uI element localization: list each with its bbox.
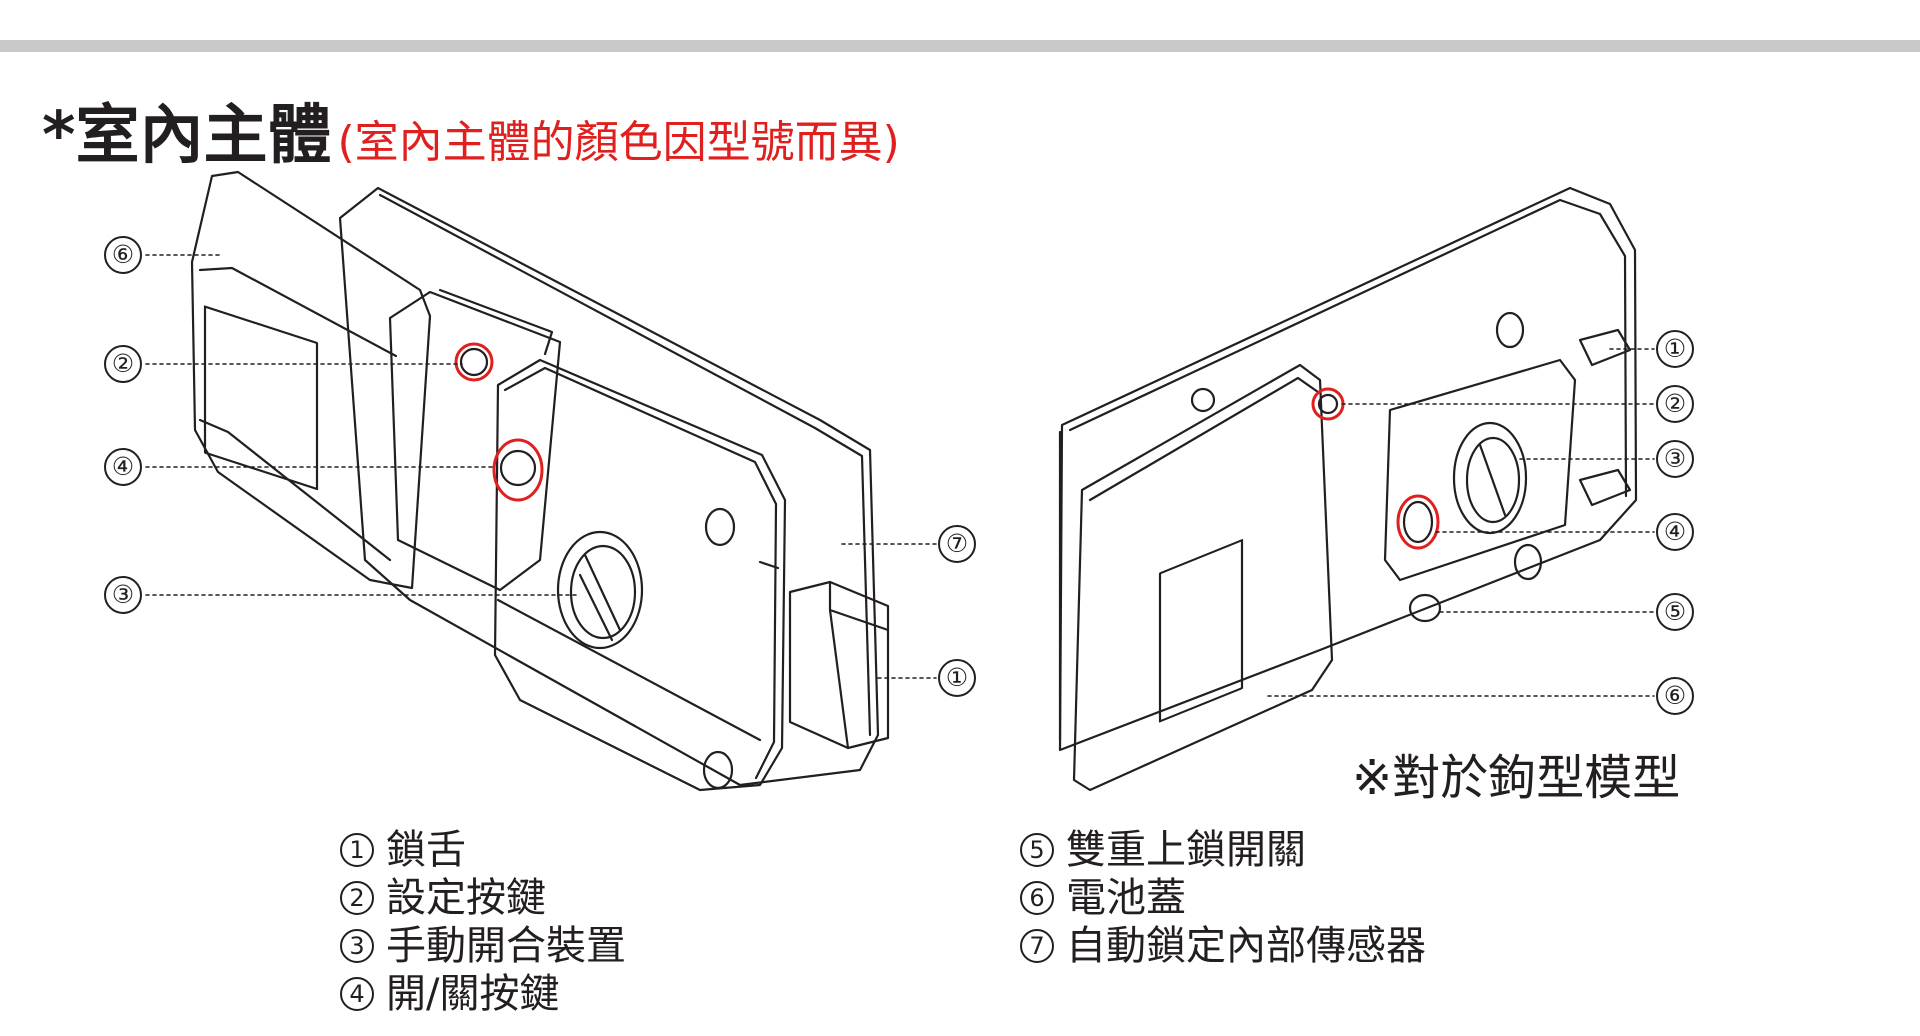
legend-label: 手動開合裝置	[386, 923, 626, 969]
rear-manual-knob-inner	[1465, 436, 1521, 524]
legend-label: 電池蓋	[1066, 875, 1186, 921]
manual-knob-grip	[583, 553, 622, 632]
callout-6-front: ⑥	[104, 236, 142, 274]
page-title: *室內主體(室內主體的顏色因型號而異)	[42, 84, 900, 176]
callout-7-front: ⑦	[938, 525, 976, 563]
legend-label: 雙重上鎖開關	[1066, 827, 1306, 873]
double-lock-switch	[1408, 593, 1442, 623]
open-close-button	[499, 449, 537, 487]
lock-mid-column	[388, 290, 562, 592]
rear-manual-knob	[1452, 421, 1528, 535]
battery-window	[203, 305, 319, 491]
title-main: *室內主體	[42, 99, 332, 173]
callout-2-front: ②	[104, 345, 142, 383]
legend-right: 5 雙重上鎖開關 6 電池蓋 7 自動鎖定內部傳感器	[1020, 826, 1426, 970]
rear-knob-grip	[1478, 443, 1507, 517]
top-divider-bar	[0, 40, 1920, 52]
battery-cover-lower-edge	[198, 418, 392, 562]
rear-screw-hole-bottom	[1513, 543, 1543, 581]
lock-front-notch	[758, 560, 780, 570]
screw-hole-bottom	[702, 750, 734, 790]
battery-cover-edge	[198, 266, 398, 358]
lock-rear-edge	[378, 193, 872, 737]
callout-1-rear: ①	[1656, 330, 1694, 368]
legend-number: 3	[340, 929, 374, 963]
callout-5-rear: ⑤	[1656, 593, 1694, 631]
hook-slot-top	[1578, 328, 1632, 367]
legend-label: 設定按鍵	[386, 875, 546, 921]
lock-front-face	[493, 358, 787, 792]
rear-battery-window	[1158, 539, 1244, 723]
legend-number: 1	[340, 833, 374, 867]
screw-hole-top	[704, 507, 736, 547]
callout-2-rear: ②	[1656, 385, 1694, 423]
lock-rear-view	[1058, 186, 1655, 792]
rear-sensor-mark	[1190, 387, 1216, 413]
legend-number: 6	[1020, 881, 1054, 915]
manual-knob-grip	[578, 573, 614, 642]
legend-item: 4 開/關按鍵	[340, 970, 626, 1018]
hook-slot-bottom	[1578, 468, 1632, 507]
legend-label: 鎖舌	[386, 827, 466, 873]
lock-rear-housing	[338, 186, 880, 787]
rear-set-button	[1317, 393, 1339, 415]
legend-number: 7	[1020, 929, 1054, 963]
open-close-button-highlight	[492, 438, 544, 502]
front-leader-lines	[145, 254, 937, 679]
rear-mount-plate	[1383, 358, 1577, 582]
callout-4-rear: ④	[1656, 513, 1694, 551]
deadbolt-edge	[828, 580, 890, 632]
rear-open-close-highlight	[1396, 494, 1440, 550]
title-subtitle: (室內主體的顏色因型號而異)	[337, 117, 900, 168]
rear-housing-edge	[1068, 198, 1628, 498]
rear-screw-hole-top	[1495, 311, 1525, 349]
legend-item: 7 自動鎖定內部傳感器	[1020, 922, 1426, 970]
legend-item: 3 手動開合裝置	[340, 922, 626, 970]
legend-item: 6 電池蓋	[1020, 874, 1426, 922]
legend-label: 自動鎖定內部傳感器	[1066, 923, 1426, 969]
legend-number: 2	[340, 881, 374, 915]
lock-front-groove	[496, 598, 762, 742]
rear-battery-cover-edge	[1088, 376, 1320, 502]
rear-open-close-button	[1402, 500, 1434, 544]
rear-leader-lines	[1267, 348, 1655, 697]
manual-knob-outer	[556, 530, 644, 650]
callout-3-rear: ③	[1656, 440, 1694, 478]
set-button	[459, 347, 489, 377]
legend-item: 2 設定按鍵	[340, 874, 626, 922]
battery-cover-panel	[190, 170, 432, 590]
callout-1-front: ①	[938, 659, 976, 697]
legend-item: 1 鎖舌	[340, 826, 626, 874]
hook-model-note: ※對於鉤型模型	[1352, 750, 1681, 806]
legend-left: 1 鎖舌 2 設定按鍵 3 手動開合裝置 4 開/關按鍵	[340, 826, 626, 1018]
legend-item: 5 雙重上鎖開關	[1020, 826, 1426, 874]
deadbolt	[788, 580, 890, 750]
set-button-highlight	[454, 342, 494, 382]
lock-mid-top	[438, 288, 554, 356]
rear-set-button-highlight	[1311, 387, 1345, 421]
legend-number: 5	[1020, 833, 1054, 867]
lock-front-view	[145, 170, 937, 792]
callout-3-front: ③	[104, 576, 142, 614]
callout-4-front: ④	[104, 448, 142, 486]
rear-housing	[1058, 186, 1638, 752]
lock-front-inner-edge	[503, 366, 778, 780]
manual-knob-inner	[569, 544, 637, 640]
legend-number: 4	[340, 977, 374, 1011]
deadbolt-side	[828, 608, 850, 750]
rear-battery-cover	[1072, 363, 1334, 792]
callout-6-rear: ⑥	[1656, 677, 1694, 715]
legend-label: 開/關按鍵	[386, 971, 560, 1017]
